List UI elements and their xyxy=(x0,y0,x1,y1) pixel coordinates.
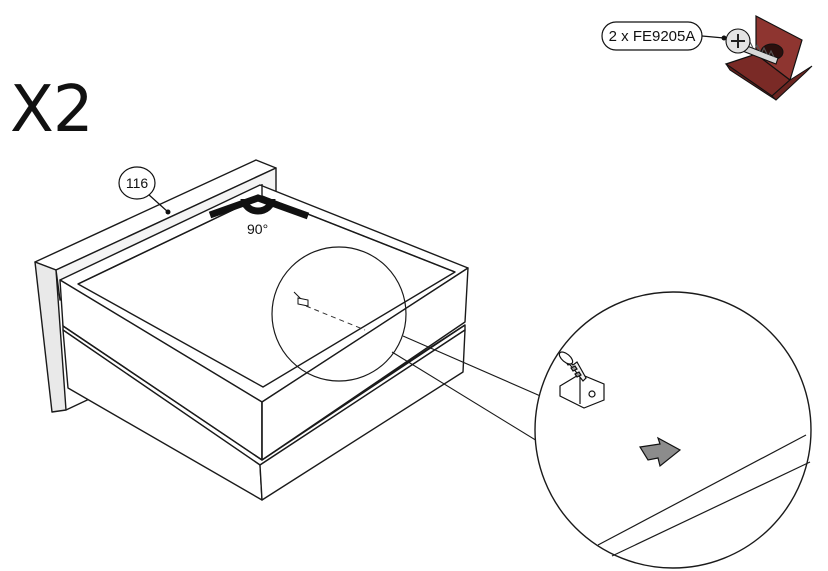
screw-icon xyxy=(725,28,779,65)
detail-circle-large xyxy=(534,291,812,569)
bracket-screw-detail xyxy=(558,351,605,409)
part-callout: 116 xyxy=(118,166,171,215)
hardware-callout: 2 x FE9205A xyxy=(601,15,813,101)
small-screw-icon xyxy=(293,291,309,307)
direction-arrow-icon xyxy=(639,436,682,468)
drawer-frame xyxy=(59,184,469,501)
detail-connector xyxy=(391,335,561,456)
part-number: 116 xyxy=(126,175,149,191)
detail-circle-small xyxy=(271,246,407,382)
step-multiplier: X2 xyxy=(10,73,94,147)
angle-marker: 90° xyxy=(208,194,310,237)
bracket-icon xyxy=(724,15,813,101)
angle-label: 90° xyxy=(247,221,268,237)
hardware-quantity: 2 x FE9205A xyxy=(609,28,696,45)
